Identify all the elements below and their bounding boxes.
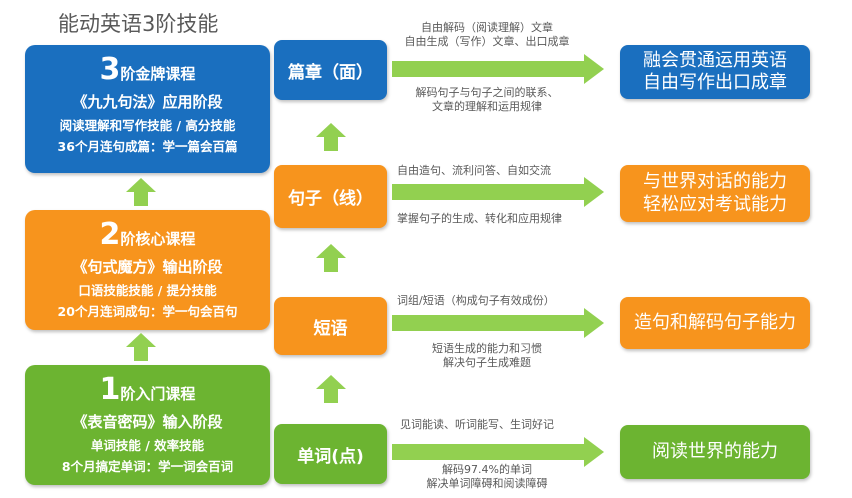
up-arrow-icon: [316, 244, 346, 272]
stage-1-line3: 8个月搞定单词：学一词会百词: [61, 459, 234, 474]
stage-3-line2: 阅读理解和写作技能 / 高分技能: [59, 118, 236, 133]
note-paragraph-top: 自由解码（阅读理解）文章自由生成（写作）文章、出口成章: [404, 21, 570, 48]
note-paragraph-bottom: 解码句子与句子之间的联系、文章的理解和运用规律: [415, 86, 559, 113]
level-phrase-box: 短语: [274, 297, 387, 355]
result-box-2: 与世界对话的能力轻松应对考试能力: [620, 165, 810, 222]
note-phrase-bottom: 短语生成的能力和习惯解决句子生成难题: [432, 342, 542, 369]
stage-3-line1: 《九九句法》应用阶段: [72, 93, 223, 111]
up-arrow-icon: [126, 178, 156, 206]
up-arrow-icon: [126, 333, 156, 361]
note-sentence-top: 自由造句、流利问答、自如交流: [397, 164, 551, 177]
note-phrase-top: 词组/短语（构成句子有效成份）: [397, 294, 555, 307]
right-arrow-icon: [392, 177, 604, 207]
level-sentence-box: 句子（线）: [274, 165, 387, 228]
stage-2-line1: 《句式魔方》输出阶段: [72, 258, 223, 276]
result-box-1: 融会贯通运用英语自由写作出口成章: [620, 45, 810, 99]
stage-1-box: 1阶入门课程 《表音密码》输入阶段 单词技能 / 效率技能 8个月搞定单词：学一…: [25, 365, 270, 485]
stage-2-number: 2: [99, 217, 121, 252]
stage-1-number: 1: [99, 372, 121, 407]
right-arrow-icon: [392, 54, 604, 84]
stage-1-line2: 单词技能 / 效率技能: [90, 438, 205, 453]
result-box-3: 造句和解码句子能力: [620, 297, 810, 349]
stage-2-name: 阶核心课程: [120, 230, 196, 248]
stage-1-line1: 《表音密码》输入阶段: [72, 413, 223, 431]
stage-2-line2: 口语技能技能 / 提分技能: [78, 283, 217, 298]
stage-3-line3: 36个月连句成篇：学一篇会百篇: [57, 139, 238, 154]
result-box-4: 阅读世界的能力: [620, 425, 810, 479]
note-sentence-bottom: 掌握句子的生成、转化和应用规律: [397, 212, 562, 225]
note-word-top: 见词能读、听词能写、生词好记: [400, 418, 554, 431]
level-paragraph-box: 篇章（面）: [274, 40, 387, 100]
stage-2-line3: 20个月连词成句：学一句会百句: [57, 304, 238, 319]
right-arrow-icon: [392, 437, 604, 467]
stage-1-name: 阶入门课程: [120, 385, 196, 403]
stage-3-name: 阶金牌课程: [120, 65, 196, 83]
stage-3-box: 3阶金牌课程 《九九句法》应用阶段 阅读理解和写作技能 / 高分技能 36个月连…: [25, 45, 270, 173]
note-word-bottom: 解码97.4%的单词解决单词障碍和阅读障碍: [426, 463, 548, 490]
up-arrow-icon: [316, 123, 346, 151]
up-arrow-icon: [316, 375, 346, 403]
level-word-box: 单词(点): [274, 424, 387, 484]
stage-2-box: 2阶核心课程 《句式魔方》输出阶段 口语技能技能 / 提分技能 20个月连词成句…: [25, 210, 270, 330]
diagram-title: 能动英语3阶技能: [58, 12, 219, 36]
stage-3-number: 3: [99, 52, 121, 87]
right-arrow-icon: [392, 308, 604, 338]
